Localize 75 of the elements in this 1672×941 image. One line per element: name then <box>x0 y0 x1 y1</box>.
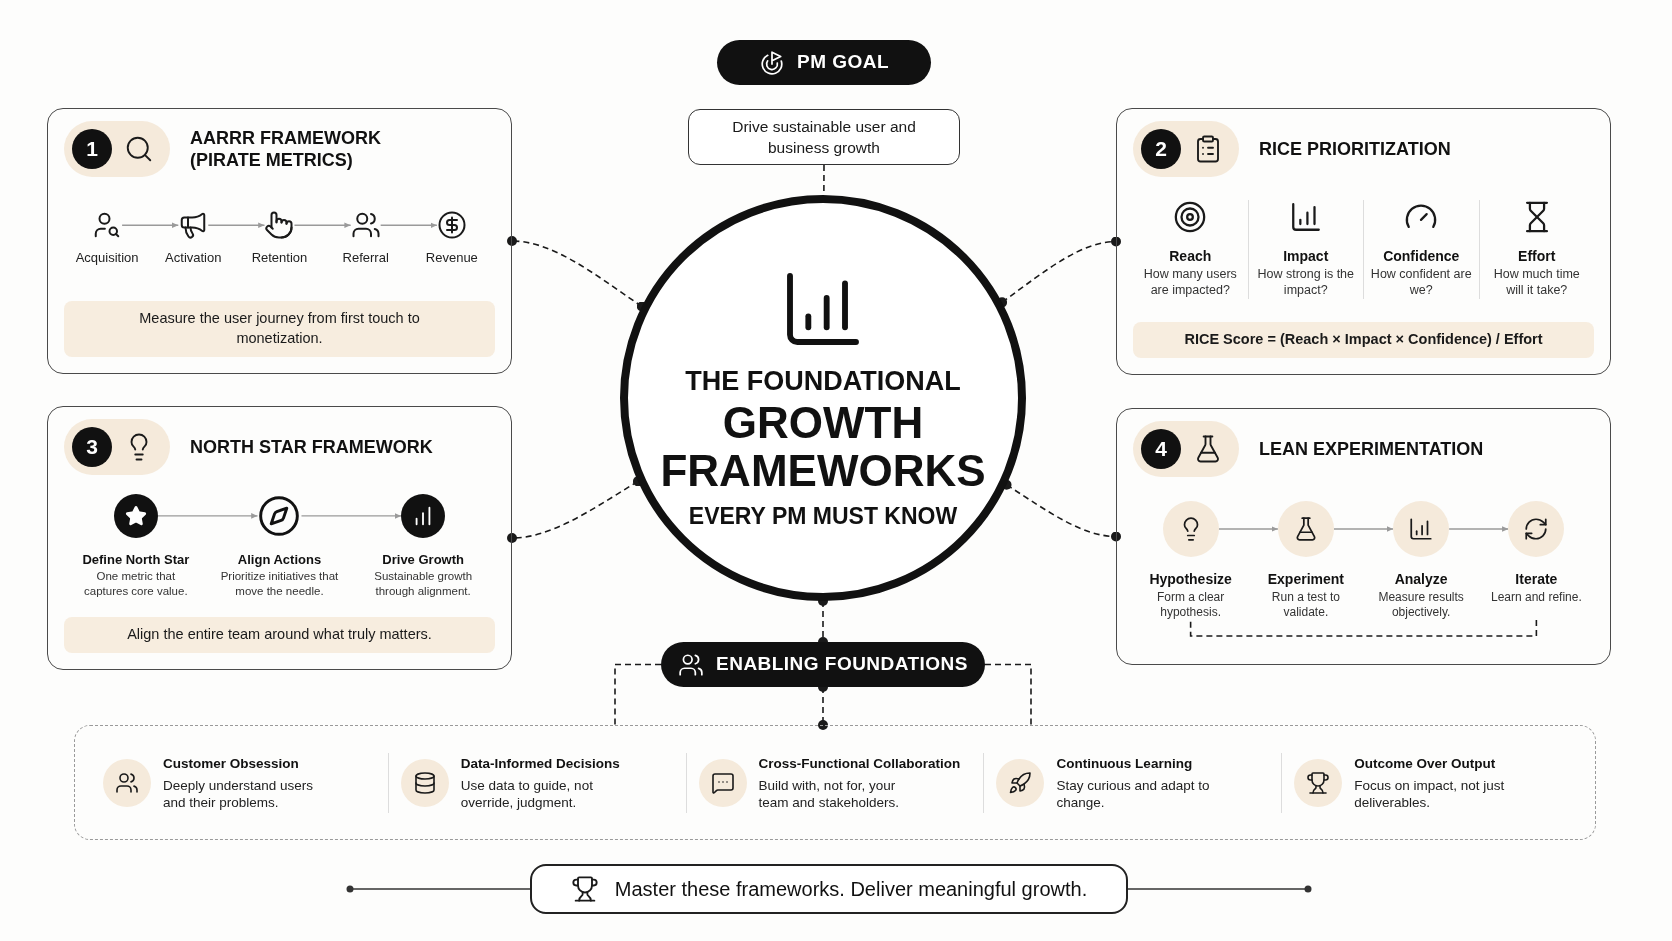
foundation-title: Cross-Functional Collaboration <box>758 754 961 773</box>
step-title: Experiment <box>1267 570 1344 589</box>
framework-card <box>1116 108 1611 375</box>
metric-question: How confident are we? <box>1369 267 1473 299</box>
step-title: Hypothesize <box>1149 570 1232 589</box>
arrow <box>379 222 438 229</box>
foundation-description: Use data to guide, not override, judgment. <box>460 777 594 812</box>
arrow <box>1333 526 1394 532</box>
circle-tagline: EVERY PM MUST KNOW <box>688 502 958 531</box>
step-description: Prioritize initiatives that move the needle. <box>220 569 339 599</box>
metric-question: How much time will it take? <box>1492 267 1581 299</box>
metric-title: Effort <box>1518 247 1556 267</box>
metric-title: Reach <box>1169 247 1212 267</box>
circle-subtitle: THE FOUNDATIONAL <box>685 365 961 399</box>
foundation-title: Continuous Learning <box>1056 754 1194 773</box>
summary-band: Measure the user journey from first touch to monetization. <box>64 301 495 357</box>
foundation-description: Deeply understand users and their problems. <box>163 777 315 812</box>
arrow <box>157 513 259 519</box>
card-title: AARRR FRAMEWORK (PIRATE METRICS) <box>190 126 382 172</box>
framework-card <box>47 406 512 670</box>
metric-question: How strong is the impact? <box>1256 267 1356 299</box>
metric-title: Impact <box>1283 247 1329 267</box>
step-label: Referral <box>342 249 389 268</box>
footer-banner <box>530 864 1128 914</box>
foundation-description: Stay curious and adapt to change. <box>1056 777 1211 812</box>
arrow <box>293 222 352 229</box>
dashed-connector <box>614 663 662 726</box>
dashed-connector <box>984 663 1032 726</box>
arrow <box>300 513 402 519</box>
foundation-title: Customer Obsession <box>163 754 300 773</box>
foundation-title: Data-Informed Decisions <box>460 754 621 773</box>
pill-label: ENABLING FOUNDATIONS <box>716 652 968 677</box>
number-badge: 1 <box>72 129 112 169</box>
step-description: Sustainable growth through alignment. <box>373 569 474 599</box>
step-description: Learn and refine. <box>1491 590 1582 605</box>
step-title: Iterate <box>1515 570 1558 589</box>
step-description: Form a clear hypothesis. <box>1155 590 1226 620</box>
pill-label: PM GOAL <box>797 50 889 75</box>
number-badge: 4 <box>1141 429 1181 469</box>
formula-band: RICE Score = (Reach × Impact × Confidence) / Effort <box>1133 322 1594 358</box>
step-description: Measure results objectively. <box>1377 590 1465 620</box>
framework-card <box>1116 408 1611 665</box>
step-label: Retention <box>251 249 308 268</box>
step-title: Drive Growth <box>382 550 464 569</box>
card-title: LEAN EXPERIMENTATION <box>1259 437 1484 461</box>
step-title: Align Actions <box>237 550 322 569</box>
metric-title: Confidence <box>1383 247 1460 267</box>
step-title: Define North Star <box>82 550 190 569</box>
step-description: Run a test to validate. <box>1270 590 1341 620</box>
dashed-connector <box>1189 619 1538 637</box>
banner-text: Master these frameworks. Deliver meaningful growth. <box>614 877 1088 902</box>
foundation-description: Focus on impact, not just deliverables. <box>1354 777 1506 812</box>
step-label: Acquisition <box>75 249 139 268</box>
foundations-panel <box>74 725 1596 840</box>
foundation-title: Outcome Over Output <box>1354 754 1497 773</box>
number-badge: 2 <box>1141 129 1181 169</box>
arrow <box>121 222 179 229</box>
arrow <box>207 222 266 229</box>
step-label: Revenue <box>425 249 478 268</box>
arrow <box>1448 526 1510 532</box>
goal-box: Drive sustainable user and business growth <box>688 109 960 165</box>
number-badge: 3 <box>72 427 112 467</box>
step-label: Activation <box>165 249 222 268</box>
arrow <box>1217 526 1279 532</box>
step-title: Analyze <box>1394 570 1448 589</box>
card-title: RICE PRIORITIZATION <box>1259 137 1451 161</box>
step-description: One metric that captures core value. <box>83 569 189 599</box>
framework-card <box>47 108 512 374</box>
title-pill <box>661 642 985 687</box>
circle-title: GROWTH FRAMEWORKS <box>659 399 987 494</box>
metric-question: How many users are impacted? <box>1142 267 1238 299</box>
title-pill <box>717 40 931 85</box>
card-title: NORTH STAR FRAMEWORK <box>190 435 433 459</box>
foundation-description: Build with, not for, your team and stakeholders. <box>758 777 900 812</box>
summary-band: Align the entire team around what truly matters. <box>64 617 495 653</box>
